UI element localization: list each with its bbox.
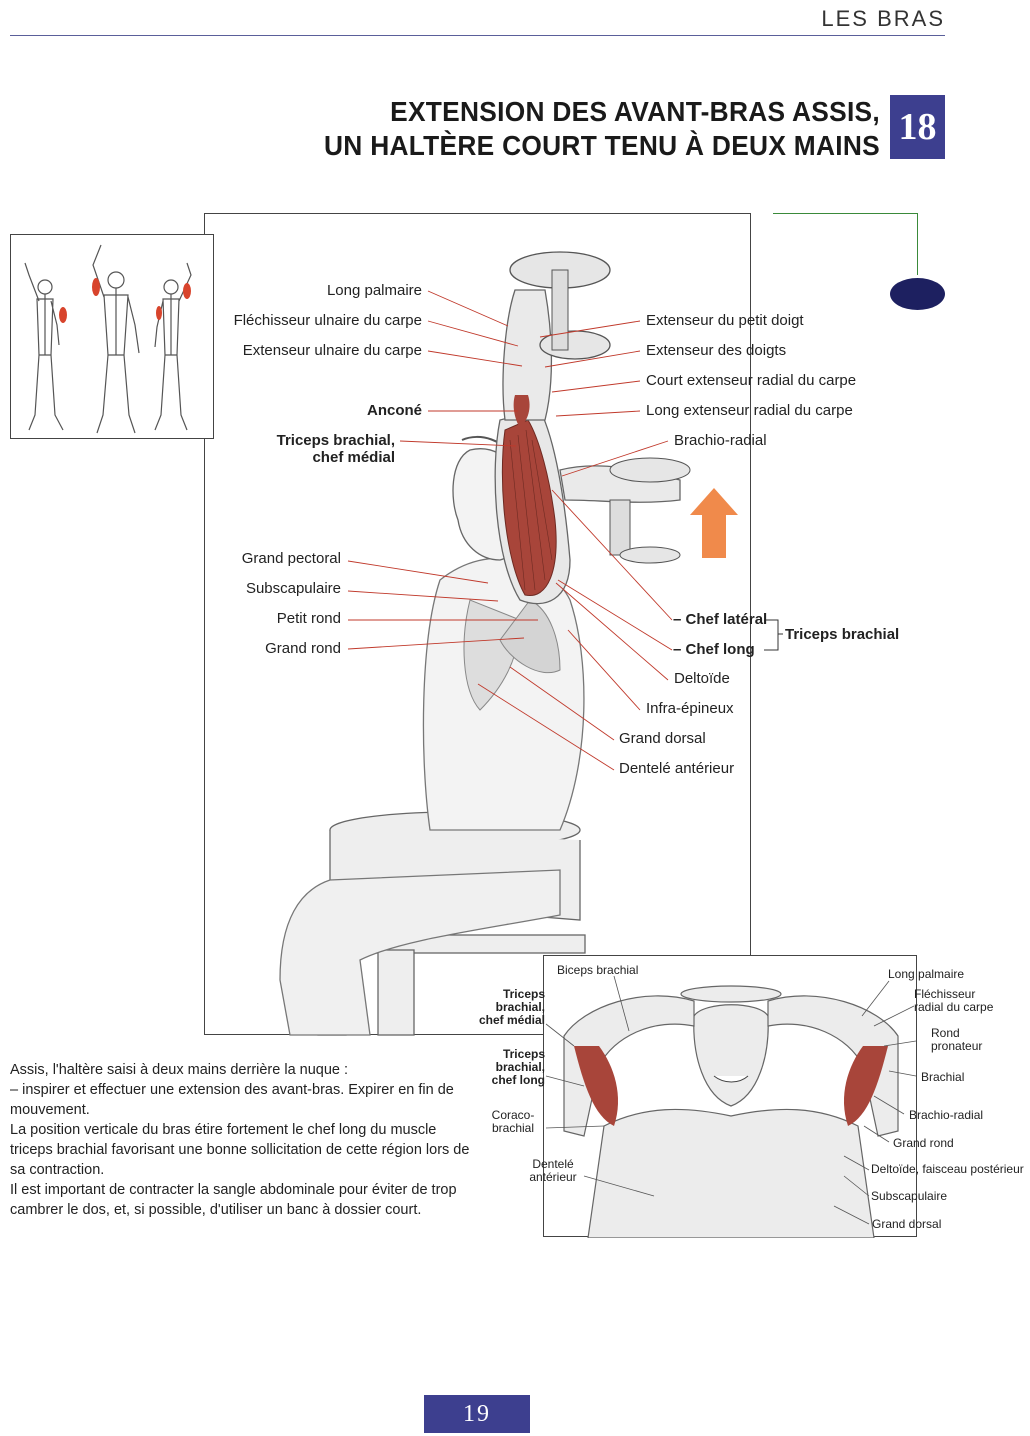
label-extenseur-doigts: Extenseur des doigts — [646, 342, 787, 359]
main-illustration-frame — [204, 213, 751, 1035]
description-p1: Assis, l'haltère saisi à deux mains derr… — [10, 1062, 349, 1078]
inset-label-coraco-brachial: Coraco- brachial — [470, 1109, 556, 1135]
label-chef-long: – Chef long — [673, 641, 755, 658]
front-view-illustration — [545, 975, 917, 1238]
label-grand-dorsal: Grand dorsal — [619, 730, 706, 747]
exercise-number-badge: 18 — [890, 95, 945, 159]
label-petit-rond: Petit rond — [276, 610, 341, 627]
label-flechisseur-ulnaire: Fléchisseur ulnaire du carpe — [233, 312, 422, 329]
inset-label-triceps-long-l1: Triceps — [502, 1047, 545, 1061]
inset-label-biceps-brachial: Biceps brachial — [557, 963, 639, 977]
description-p4: Il est important de contracter la sangle… — [10, 1182, 457, 1218]
inset-label-triceps-long-l3: chef long — [491, 1073, 545, 1087]
description-p2: – inspirer et effectuer une extension de… — [10, 1082, 454, 1118]
label-extenseur-petit-doigt: Extenseur du petit doigt — [646, 312, 804, 329]
label-grand-rond: Grand rond — [265, 640, 341, 657]
label-long-palmaire: Long palmaire — [326, 282, 422, 299]
inset-label-flechisseur-radial: Fléchisseur radial du carpe — [914, 988, 993, 1014]
inset-label-long-palmaire: Long palmaire — [888, 967, 965, 981]
title-line-2: UN HALTÈRE COURT TENU À DEUX MAINS — [324, 130, 880, 161]
inset-label-rond-l1: Rond — [931, 1026, 960, 1040]
inset-label-coraco-l1: Coraco- — [491, 1108, 535, 1122]
inset-label-brachio-radial: Brachio-radial — [909, 1108, 984, 1122]
description-p3: La position verticale du bras étire fort… — [10, 1122, 470, 1178]
title-line-1: EXTENSION DES AVANT-BRAS ASSIS, — [390, 96, 880, 127]
label-long-extenseur: Long extenseur radial du carpe — [646, 402, 853, 419]
decor-line-horizontal — [773, 213, 918, 214]
label-triceps-medial: Triceps brachial, chef médial — [250, 432, 395, 466]
section-title: LES BRAS — [821, 6, 945, 31]
thumbnail-figures-frame — [10, 234, 214, 439]
label-grand-pectoral: Grand pectoral — [241, 550, 341, 567]
inset-label-subscapulaire: Subscapulaire — [871, 1189, 948, 1203]
inset-label-triceps-long: Triceps brachial, chef long — [470, 1048, 545, 1087]
inset-label-flechisseur-l1: Fléchisseur — [914, 987, 976, 1001]
label-deltoide: Deltoïde — [674, 670, 730, 687]
front-view-inset-frame — [543, 955, 917, 1238]
page-number: 19 — [424, 1395, 530, 1433]
label-dentele-anterieur: Dentelé antérieur — [619, 760, 735, 777]
header-rule — [10, 35, 945, 36]
exercise-title: EXTENSION DES AVANT-BRAS ASSIS, UN HALTÈ… — [288, 95, 880, 163]
label-triceps-brachial: Triceps brachial — [785, 626, 900, 643]
label-chef-lateral: – Chef latéral — [673, 611, 768, 628]
inset-label-grand-dorsal: Grand dorsal — [872, 1217, 942, 1231]
inset-label-deltoide-posterieur: Deltoïde, faisceau postérieur — [871, 1162, 1024, 1176]
inset-label-dentele-l2: antérieur — [529, 1170, 577, 1184]
inset-label-dentele-anterieur: Dentelé antérieur — [510, 1158, 596, 1184]
label-extenseur-ulnaire: Extenseur ulnaire du carpe — [242, 342, 422, 359]
inset-label-brachial: Brachial — [921, 1070, 965, 1084]
inset-label-triceps-medial: Triceps brachial, chef médial — [470, 988, 545, 1027]
inset-label-triceps-medial-l3: chef médial — [478, 1013, 545, 1027]
label-ancone: Anconé — [366, 402, 422, 419]
inset-label-flechisseur-l2: radial du carpe — [914, 1000, 994, 1014]
label-brachio-radial: Brachio-radial — [674, 432, 767, 449]
decor-oval — [890, 278, 945, 310]
inset-label-coraco-l2: brachial — [491, 1121, 535, 1135]
thumbnail-figures-illustration — [24, 244, 192, 434]
inset-label-grand-rond: Grand rond — [893, 1136, 954, 1150]
label-infra-epineux: Infra-épineux — [646, 700, 734, 717]
inset-label-dentele-l1: Dentelé — [532, 1157, 574, 1171]
decor-line-vertical — [917, 213, 918, 275]
inset-label-rond-l2: pronateur — [931, 1039, 983, 1053]
label-subscapulaire: Subscapulaire — [245, 580, 341, 597]
label-triceps-medial-line1: Triceps brachial, — [276, 432, 395, 449]
inset-label-triceps-long-l2: brachial, — [495, 1060, 545, 1074]
label-court-extenseur: Court extenseur radial du carpe — [646, 372, 857, 389]
description-text: Assis, l'haltère saisi à deux mains derr… — [10, 1060, 480, 1220]
inset-label-rond-pronateur: Rond pronateur — [931, 1027, 982, 1053]
label-triceps-medial-line2: chef médial — [312, 449, 395, 466]
inset-label-triceps-medial-l2: brachial, — [495, 1000, 545, 1014]
inset-label-triceps-medial-l1: Triceps — [502, 987, 545, 1001]
